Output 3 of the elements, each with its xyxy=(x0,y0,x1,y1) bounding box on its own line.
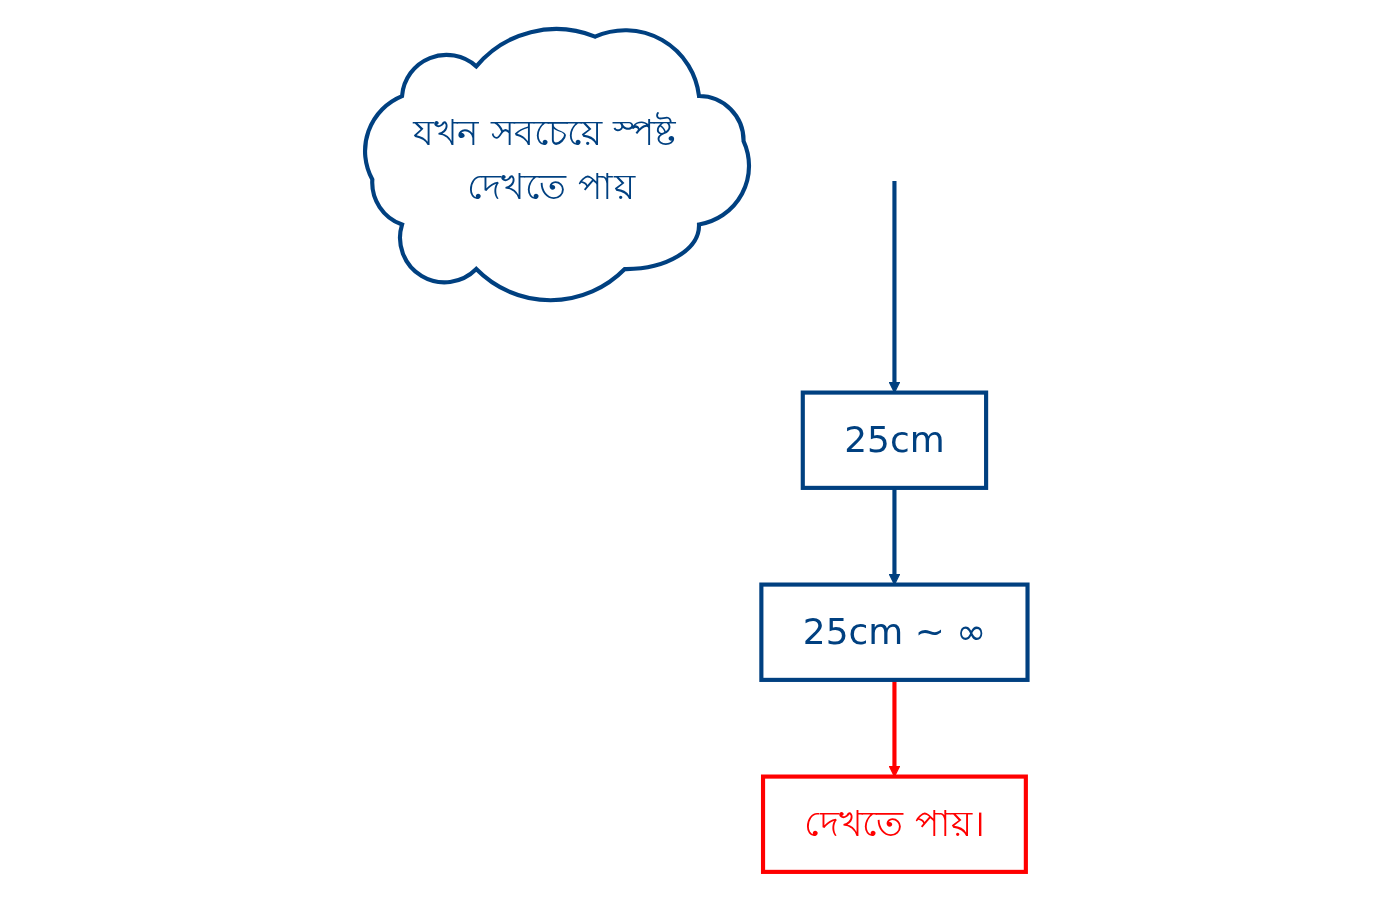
node-box: দেখতে পায়। xyxy=(761,774,1029,874)
node-box: 25cm ~ ∞ xyxy=(759,582,1030,682)
node-box: 25cm xyxy=(800,390,989,490)
